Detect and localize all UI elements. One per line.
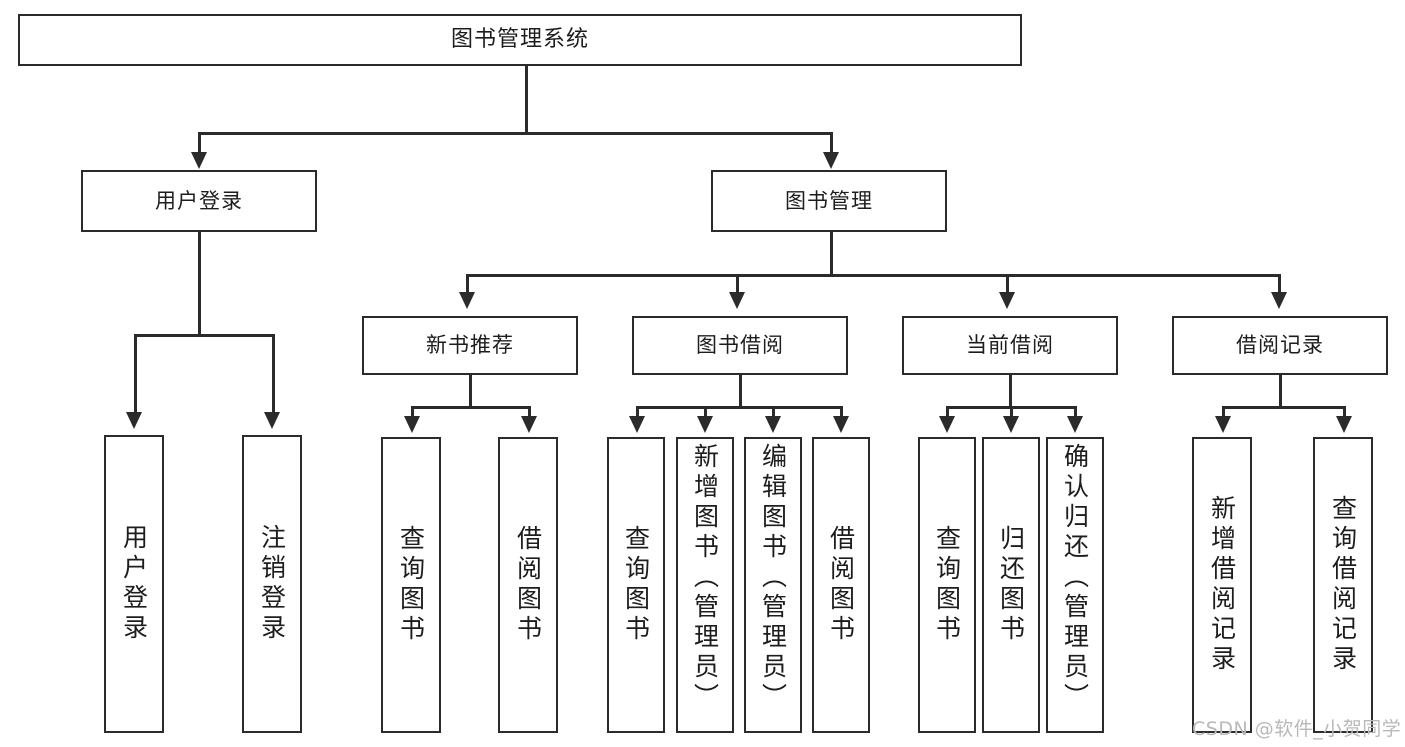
arrow-book-borrow-leaf-2 — [697, 416, 713, 433]
node-label: 确认归还（管理员） — [1060, 443, 1090, 713]
connector-to-borrow-record — [1278, 274, 1281, 296]
node-label: 新书推荐 — [426, 333, 514, 358]
node-label: 查询图书 — [932, 525, 962, 645]
connector-book-borrow-bus — [636, 406, 841, 409]
leaf-new-book-borrow[interactable]: 借阅图书 — [498, 437, 558, 733]
node-label: 用户登录 — [155, 188, 243, 213]
connector-new-book-stem — [469, 375, 472, 408]
leaf-book-borrow-add[interactable]: 新增图书（管理员） — [676, 437, 734, 733]
connector-user-login-right — [272, 334, 275, 416]
arrow-book-borrow-leaf-1 — [629, 416, 645, 433]
arrow-current-borrow-leaf-1 — [939, 416, 955, 433]
connector-current-borrow-stem — [1009, 375, 1012, 408]
connector-book-borrow-leaf1 — [636, 406, 639, 420]
connector-current-borrow-leaf3 — [1074, 406, 1077, 420]
connector-to-user-login — [198, 132, 201, 157]
arrow-new-book-leaf-1 — [404, 416, 420, 433]
connector-borrow-record-stem — [1279, 375, 1282, 408]
csdn-watermark: CSDN @软件_小贺同学 — [1192, 718, 1402, 740]
connector-book-borrow-stem — [739, 375, 742, 408]
connector-borrow-record-bus — [1222, 406, 1345, 409]
connector-book-borrow-leaf4 — [840, 406, 843, 420]
leaf-borrow-record-add[interactable]: 新增借阅记录 — [1192, 437, 1252, 733]
leaf-book-borrow-edit[interactable]: 编辑图书（管理员） — [744, 437, 802, 733]
node-label: 当前借阅 — [966, 333, 1054, 358]
node-book-borrow[interactable]: 图书借阅 — [632, 316, 848, 375]
node-borrow-record[interactable]: 借阅记录 — [1172, 316, 1388, 375]
leaf-current-borrow-query[interactable]: 查询图书 — [918, 437, 976, 733]
arrow-borrow-record-leaf-2 — [1336, 416, 1352, 433]
node-label: 查询图书 — [621, 525, 651, 645]
connector-level3-bus — [466, 274, 1278, 277]
arrow-borrow-record-leaf-1 — [1215, 416, 1231, 433]
connector-to-new-book — [466, 274, 469, 296]
node-label: 新增图书（管理员） — [690, 443, 720, 713]
connector-borrow-record-leaf1 — [1222, 406, 1225, 420]
connector-book-borrow-leaf3 — [772, 406, 775, 420]
connector-new-book-leaf1 — [411, 406, 414, 420]
connector-book-manage-stem — [830, 232, 833, 276]
node-new-book-recommend[interactable]: 新书推荐 — [362, 316, 578, 375]
arrow-to-current-borrow — [999, 292, 1015, 309]
connector-new-book-leaf2 — [528, 406, 531, 420]
leaf-user-login-logout[interactable]: 注销登录 — [242, 435, 302, 733]
arrow-new-book-leaf-2 — [521, 416, 537, 433]
node-current-borrow[interactable]: 当前借阅 — [902, 316, 1118, 375]
node-root-system[interactable]: 图书管理系统 — [18, 14, 1022, 66]
arrow-book-borrow-leaf-4 — [833, 416, 849, 433]
node-label: 借阅图书 — [513, 525, 543, 645]
node-label: 归还图书 — [996, 525, 1026, 645]
leaf-book-borrow-query[interactable]: 查询图书 — [607, 437, 665, 733]
leaf-book-borrow-borrow[interactable]: 借阅图书 — [812, 437, 870, 733]
node-label: 用户登录 — [119, 524, 149, 644]
arrow-to-new-book — [459, 292, 475, 309]
connector-root-bus — [198, 132, 832, 135]
arrow-current-borrow-leaf-2 — [1003, 416, 1019, 433]
leaf-borrow-record-query[interactable]: 查询借阅记录 — [1313, 437, 1373, 733]
leaf-user-login-login[interactable]: 用户登录 — [104, 435, 164, 733]
arrow-to-book-manage — [823, 152, 839, 169]
connector-book-borrow-leaf2 — [704, 406, 707, 420]
leaf-current-borrow-return[interactable]: 归还图书 — [982, 437, 1040, 733]
leaf-current-borrow-confirm[interactable]: 确认归还（管理员） — [1046, 437, 1104, 733]
connector-to-book-borrow — [736, 274, 739, 296]
node-label: 查询图书 — [396, 525, 426, 645]
arrow-to-book-borrow — [729, 292, 745, 309]
arrow-to-borrow-record — [1271, 292, 1287, 309]
node-label: 图书管理系统 — [450, 27, 589, 53]
arrow-user-login-leaf-1 — [126, 412, 142, 429]
node-label: 图书借阅 — [696, 333, 784, 358]
node-label: 借阅图书 — [826, 525, 856, 645]
connector-user-login-stem — [198, 232, 201, 336]
node-label: 查询借阅记录 — [1328, 495, 1358, 675]
node-user-login[interactable]: 用户登录 — [81, 170, 317, 232]
connector-current-borrow-leaf1 — [946, 406, 949, 420]
connector-to-book-manage — [830, 132, 833, 157]
connector-user-login-left — [134, 334, 137, 416]
arrow-current-borrow-leaf-3 — [1067, 416, 1083, 433]
node-book-management[interactable]: 图书管理 — [711, 170, 947, 232]
node-label: 注销登录 — [257, 524, 287, 644]
node-label: 借阅记录 — [1236, 333, 1324, 358]
node-label: 图书管理 — [785, 188, 873, 213]
node-label: 新增借阅记录 — [1207, 495, 1237, 675]
connector-borrow-record-leaf2 — [1343, 406, 1346, 420]
node-label: 编辑图书（管理员） — [758, 443, 788, 713]
connector-user-login-bus — [134, 334, 274, 337]
connector-new-book-bus — [411, 406, 530, 409]
arrow-to-user-login — [191, 152, 207, 169]
connector-to-current-borrow — [1006, 274, 1009, 296]
leaf-new-book-query[interactable]: 查询图书 — [381, 437, 441, 733]
connector-root-stem — [525, 66, 528, 134]
arrow-user-login-leaf-2 — [264, 412, 280, 429]
connector-current-borrow-leaf2 — [1010, 406, 1013, 420]
arrow-book-borrow-leaf-3 — [765, 416, 781, 433]
